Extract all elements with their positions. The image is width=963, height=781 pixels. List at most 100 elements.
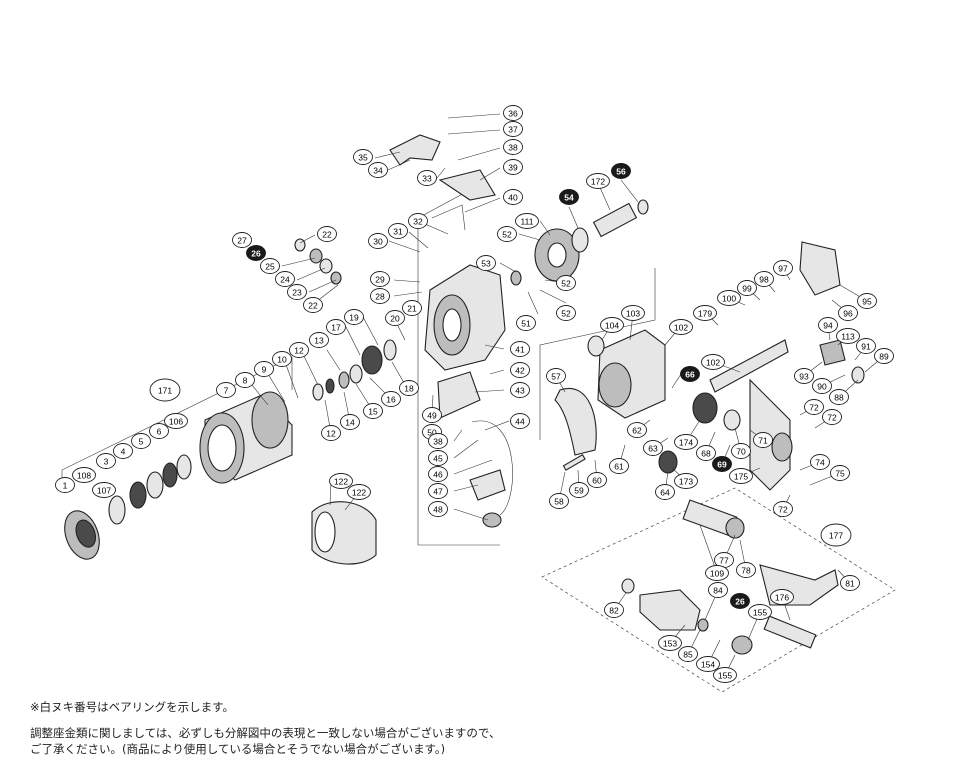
callout-bubble — [820, 523, 852, 547]
callout-number: 39 — [508, 163, 518, 173]
handle-nut — [725, 517, 745, 539]
callout-bubble — [736, 562, 756, 578]
callout-number: 28 — [375, 292, 385, 302]
callout-61: 61 — [609, 458, 629, 474]
callout-number: 75 — [835, 469, 845, 479]
callout-88: 88 — [829, 389, 849, 405]
callout-bubble — [696, 445, 716, 461]
callout-number: 23 — [292, 288, 302, 298]
callout-41: 41 — [510, 341, 530, 357]
callout-bubble — [627, 422, 647, 438]
roller-part — [319, 258, 333, 274]
callout-bubble — [503, 139, 523, 155]
rear-cap — [799, 241, 841, 296]
callout-number: 89 — [879, 352, 889, 362]
callout-28: 28 — [370, 288, 390, 304]
callout-bubble — [829, 389, 849, 405]
callout-12: 12 — [289, 342, 309, 358]
callout-29: 29 — [370, 271, 390, 287]
callout-number: 102 — [674, 323, 688, 333]
callout-number: 88 — [834, 393, 844, 403]
callout-number: 54 — [564, 193, 574, 203]
callout-bubble — [569, 482, 589, 498]
callout-93: 93 — [794, 368, 814, 384]
callout-number: 4 — [121, 447, 126, 457]
callout-39: 39 — [503, 159, 523, 175]
drag-washer — [129, 481, 147, 509]
callout-number: 8 — [243, 376, 248, 386]
callout-number: 43 — [515, 386, 525, 396]
callout-13: 13 — [309, 332, 329, 348]
callout-number: 20 — [390, 314, 400, 324]
callout-number: 34 — [373, 166, 383, 176]
spool-cover — [311, 501, 377, 565]
callout-bubble — [254, 361, 274, 377]
callout-bubble — [812, 378, 832, 394]
callout-16: 16 — [381, 391, 401, 407]
callout-111: 111 — [515, 213, 539, 229]
callout-bubble — [611, 163, 631, 179]
callout-number: 51 — [521, 319, 531, 329]
callout-number: 38 — [433, 437, 443, 447]
callout-bubble — [275, 271, 295, 287]
callout-71: 71 — [753, 432, 773, 448]
callout-bubble — [92, 482, 116, 498]
spool-washer — [312, 383, 324, 401]
callout-number: 72 — [827, 413, 837, 423]
callout-number: 33 — [422, 174, 432, 184]
callout-number: 172 — [591, 177, 605, 187]
callout-bubble — [149, 378, 181, 402]
callout-number: 175 — [734, 472, 748, 482]
callout-bubble — [556, 305, 576, 321]
callout-108: 108 — [72, 467, 96, 483]
callout-number: 46 — [433, 470, 443, 480]
callout-48: 48 — [428, 501, 448, 517]
callout-bubble — [773, 260, 793, 276]
callout-72: 72 — [822, 409, 842, 425]
callout-number: 71 — [758, 436, 768, 446]
callout-49: 49 — [422, 407, 442, 423]
callout-bubble — [556, 275, 576, 291]
spool-body — [199, 391, 293, 484]
callout-bubble — [476, 255, 496, 271]
callout-1: 1 — [55, 477, 75, 493]
callout-bubble — [510, 382, 530, 398]
callout-64: 64 — [655, 484, 675, 500]
callout-number: 15 — [368, 407, 378, 417]
callout-number: 82 — [609, 606, 619, 616]
drag-washer — [146, 471, 164, 499]
callout-102: 102 — [669, 319, 693, 335]
callout-bubble — [381, 391, 401, 407]
callout-bubble — [712, 456, 732, 472]
callout-bubble — [353, 149, 373, 165]
callout-number: 103 — [626, 309, 640, 319]
callout-bubble — [818, 317, 838, 333]
callout-bubble — [510, 362, 530, 378]
callout-number: 1 — [63, 481, 68, 491]
callout-37: 37 — [503, 121, 523, 137]
callout-bubble — [344, 309, 364, 325]
callout-177: 177 — [820, 523, 852, 547]
callout-number: 64 — [660, 488, 670, 498]
callout-72: 72 — [773, 501, 793, 517]
callout-bubble — [340, 414, 360, 430]
bearing — [723, 409, 741, 431]
callout-number: 42 — [515, 366, 525, 376]
callout-171: 171 — [149, 378, 181, 402]
callout-21: 21 — [402, 300, 422, 316]
callout-bubble — [388, 223, 408, 239]
callout-bubble — [549, 493, 569, 509]
callout-number: 50 — [427, 428, 437, 438]
callout-bubble — [717, 290, 741, 306]
callout-155: 155 — [713, 667, 737, 683]
callout-number: 100 — [722, 294, 736, 304]
callout-bubble — [303, 297, 323, 313]
bearing — [510, 270, 522, 286]
callout-bubble — [559, 189, 579, 205]
bail-wire-2 — [471, 420, 513, 516]
callout-bubble — [497, 226, 517, 242]
callout-bubble — [516, 315, 536, 331]
callout-70: 70 — [731, 443, 751, 459]
callout-number: 81 — [845, 579, 855, 589]
callout-number: 27 — [237, 236, 247, 246]
